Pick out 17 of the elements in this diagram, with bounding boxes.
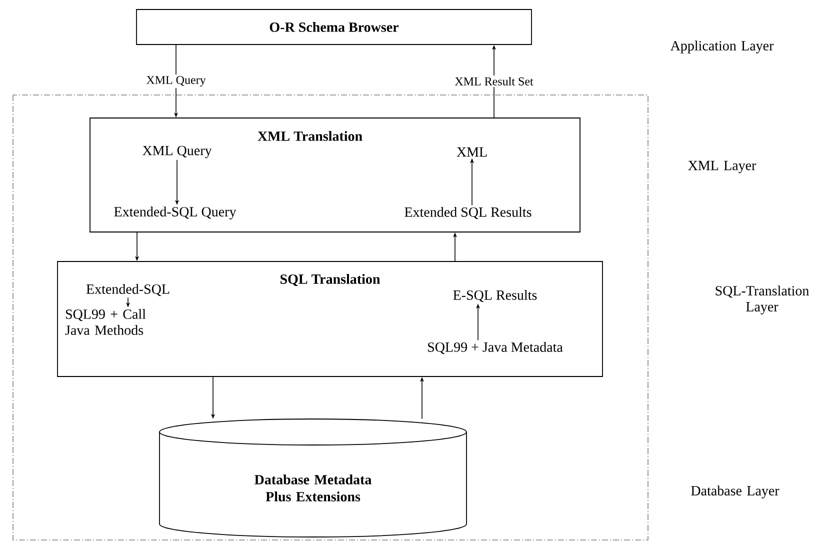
edge-label: XML Result Set <box>454 77 534 86</box>
layer-label: Application Layer <box>670 40 774 54</box>
term-label: Extended-SQL <box>86 284 170 296</box>
cylinder-label: Database Metadata Plus Extensions <box>254 474 372 502</box>
term-label: E-SQL Results <box>453 290 537 302</box>
term-label: XML <box>456 147 487 157</box>
layer-label: XML Layer <box>688 160 756 174</box>
term-label: Extended-SQL Query <box>114 206 236 220</box>
term-label: Extended SQL Results <box>404 207 532 219</box>
term-label: SQL99 + Java Metadata <box>428 342 563 354</box>
application-box: O-R Schema Browser <box>136 9 532 45</box>
database-cylinder <box>159 418 467 538</box>
layer-label: Database Layer <box>691 486 780 498</box>
layer-label: SQL-Translation Layer <box>716 286 809 314</box>
term-label: XML Query <box>142 146 212 158</box>
term-label: SQL99 + Call Java Methods <box>65 309 146 335</box>
edge-label: XML Query <box>146 76 206 86</box>
